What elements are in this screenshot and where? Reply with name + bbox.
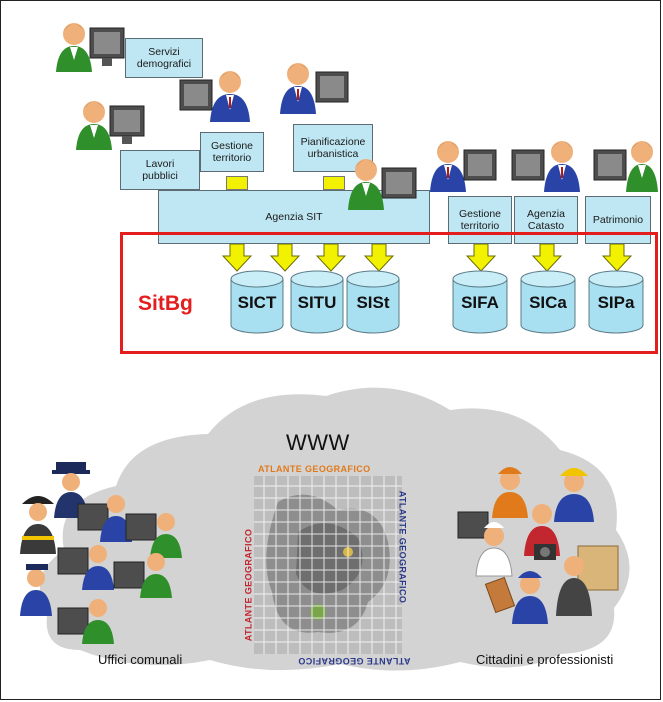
db-sifa-label: SIFA (461, 293, 499, 312)
db-sica-icon (520, 270, 576, 334)
cittadini-group-icon (457, 467, 619, 624)
atlas-title-bottom: ATLANTE GEOGRAFICO (298, 656, 411, 666)
caption-cittadini-professionisti: Cittadini e professionisti (476, 652, 614, 667)
sitbg-container (120, 232, 658, 354)
sitbg-label: SitBg (138, 292, 193, 315)
db-situ-label: SITU (297, 293, 337, 312)
db-sipa-label: SIPa (597, 293, 635, 312)
www-label: WWW (286, 430, 350, 455)
connector-gestione (226, 176, 248, 190)
arrow-sipa-icon (602, 244, 632, 272)
db-sict-icon (230, 270, 284, 334)
arrow-sifa-icon (466, 244, 496, 272)
atlas-title-left: ATLANTE GEOGRAFICO (243, 528, 254, 642)
person-gestione2-icon (430, 141, 497, 192)
person-servizi-icon (56, 23, 125, 72)
person-lavori-icon (76, 101, 145, 150)
person-catasto-icon (511, 141, 580, 192)
db-sifa-icon (452, 270, 508, 334)
db-situ-icon (290, 270, 344, 334)
person-patrimonio-icon (593, 141, 658, 192)
box-gestione-territorio-1: Gestione territorio (200, 132, 264, 172)
box-servizi-demografici: Servizi demografici (125, 38, 203, 78)
arrow-sist-icon (364, 244, 394, 272)
db-sict-label: SICT (237, 293, 277, 312)
person-gestione-icon (179, 71, 250, 122)
box-lavori-pubblici: Lavori pubblici (120, 150, 200, 190)
arrow-situ2-icon (316, 244, 346, 272)
arrow-sica-icon (532, 244, 562, 272)
arrow-sict-icon (222, 244, 252, 272)
caption-uffici-comunali: Uffici comunali (98, 652, 183, 667)
db-sist-label: SISt (356, 293, 390, 312)
db-sica-label: SICa (529, 293, 567, 312)
atlas-grid (254, 476, 402, 654)
person-pianificazione-icon (280, 63, 349, 114)
person-agenzia-sit-icon (348, 159, 417, 210)
box-gestione-territorio-2: Gestione territorio (448, 196, 512, 244)
connector-pianificazione (323, 176, 345, 190)
box-agenzia-catasto: Agenzia Catasto (514, 196, 578, 244)
box-patrimonio: Patrimonio (585, 196, 651, 244)
atlas-title-top: ATLANTE GEOGRAFICO (258, 464, 371, 474)
box-agenzia-sit: Agenzia SIT (158, 190, 430, 244)
arrow-situ-icon (270, 244, 300, 272)
db-sist-icon (346, 270, 400, 334)
db-sipa-icon (588, 270, 644, 334)
atlas-map: ATLANTE GEOGRAFICO ATLANTE GEOGRAFICO AT… (238, 462, 416, 668)
uffici-comunali-group-icon (20, 462, 182, 644)
atlas-title-right: ATLANTE GEOGRAFICO (397, 490, 408, 604)
